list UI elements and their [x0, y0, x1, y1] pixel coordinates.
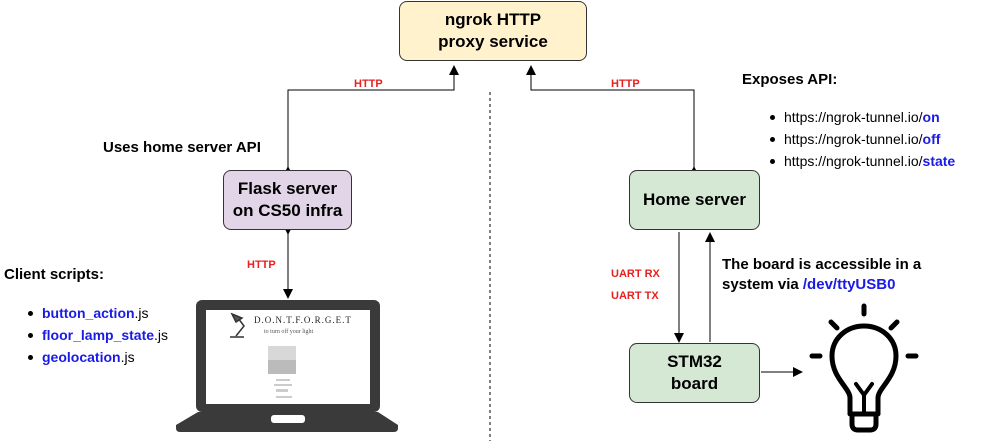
ngrok-box-line2: proxy service [438, 32, 548, 51]
arrow-ngrok-home [526, 65, 699, 176]
stm32-box-line2: board [670, 374, 719, 393]
light-bulb-icon [809, 303, 919, 433]
uart-rx-label: UART RX [611, 268, 660, 280]
board-access-note: The board is accessible in a system via … [722, 255, 921, 295]
api-prefix: https://ngrok-tunnel.io/ [784, 131, 923, 147]
desk-lamp-icon [230, 312, 245, 338]
board-note-line2: system via [722, 276, 803, 293]
script-name: button_action [42, 305, 135, 321]
arrow-ngrok-flask [283, 65, 459, 176]
api-endpoint: off [922, 131, 941, 147]
list-item: button_action.js [27, 302, 168, 324]
http-label-right: HTTP [611, 78, 640, 90]
ngrok-proxy-box: ngrok HTTP proxy service [399, 1, 587, 61]
laptop-icon [176, 300, 398, 432]
client-scripts-list: button_action.js floor_lamp_state.js geo… [24, 302, 168, 368]
list-item: geolocation.js [27, 346, 168, 368]
script-name: geolocation [42, 349, 121, 365]
http-label-left: HTTP [354, 78, 383, 90]
flask-server-box: Flask server on CS50 infra [223, 170, 352, 230]
script-name: floor_lamp_state [42, 327, 155, 343]
http-label-laptop: HTTP [247, 259, 276, 271]
home-server-box: Home server [629, 170, 760, 230]
script-ext: .js [154, 327, 169, 343]
home-box-label: Home server [642, 190, 746, 209]
list-item: https://ngrok-tunnel.io/off [769, 128, 955, 150]
list-item: floor_lamp_state.js [27, 324, 169, 346]
uses-api-note: Uses home server API [103, 139, 261, 156]
stm32-box-line1: STM32 [667, 352, 722, 371]
flask-box-line2: on CS50 infra [232, 201, 343, 220]
api-prefix: https://ngrok-tunnel.io/ [784, 153, 923, 169]
api-endpoint: on [922, 109, 940, 125]
board-note-line1: The board is accessible in a [722, 256, 922, 273]
list-item: https://ngrok-tunnel.io/state [769, 150, 956, 172]
api-prefix: https://ngrok-tunnel.io/ [784, 109, 923, 125]
board-note-device: /dev/ttyUSB0 [802, 276, 896, 293]
stm32-board-box: STM32 board [629, 343, 760, 403]
api-endpoint-list: https://ngrok-tunnel.io/on https://ngrok… [766, 106, 955, 172]
laptop-screen-subtitle: to turn off your light [264, 329, 314, 335]
ngrok-box-line1: ngrok HTTP [444, 10, 542, 29]
uart-tx-label: UART TX [611, 290, 659, 302]
laptop-screen-title: D.O.N.T.F.O.R.G.E.T [254, 315, 352, 325]
flask-box-line1: Flask server [237, 179, 338, 198]
api-endpoint: state [922, 153, 956, 169]
list-item: https://ngrok-tunnel.io/on [769, 106, 955, 128]
script-ext: .js [120, 349, 135, 365]
script-ext: .js [134, 305, 149, 321]
exposes-api-note: Exposes API: [742, 71, 838, 88]
client-scripts-note: Client scripts: [4, 266, 105, 283]
